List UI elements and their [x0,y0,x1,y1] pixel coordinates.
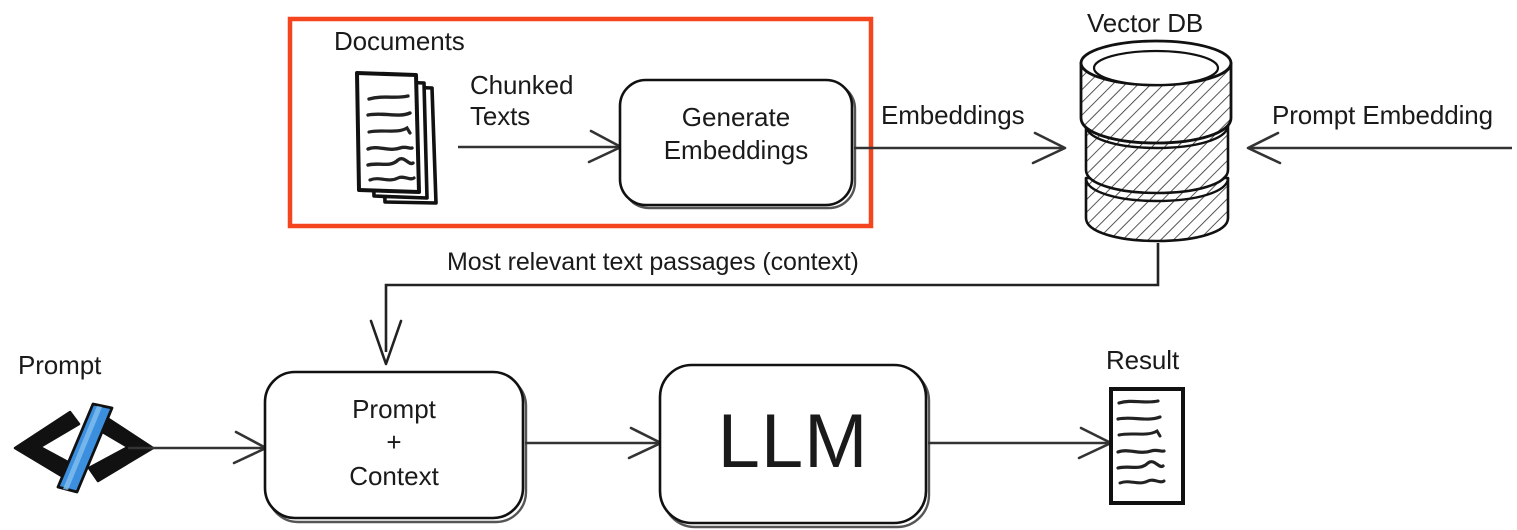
indexing-stage-highlight-box [287,16,874,229]
prompt-embedding-label: Prompt Embedding [1272,100,1493,130]
llm-label[interactable]: LLM [717,399,869,484]
documents-stack-icon [355,71,438,205]
generate-embeddings-label[interactable]: Generate Embeddings [663,102,809,166]
edge-chunked-texts [458,129,623,164]
context-edge-label: Most relevant text passages (context) [447,248,859,276]
edge-context-to-llm [525,426,663,460]
embeddings-label: Embeddings [881,100,1025,130]
edge-prompt-embedding [1246,131,1512,165]
edge-embeddings [854,131,1067,165]
edge-context-passages [369,243,1160,366]
result-document-icon [1109,387,1185,505]
edge-prompt-to-context [128,430,268,465]
prompt-context-node-shape [263,370,528,524]
database-cylinder-icon [1079,39,1233,243]
edge-llm-to-result [928,426,1113,460]
prompt-label: Prompt [18,350,102,380]
documents-label: Documents [334,26,465,56]
vector-db-label: Vector DB [1087,8,1204,38]
chunked-texts-label: Chunked Texts [470,70,574,131]
generate-embeddings-node-shape [618,78,857,210]
result-label: Result [1106,345,1180,375]
llm-node-shape [658,363,931,529]
code-brackets-icon [13,402,155,494]
prompt-context-label[interactable]: Prompt + Context [349,394,439,491]
